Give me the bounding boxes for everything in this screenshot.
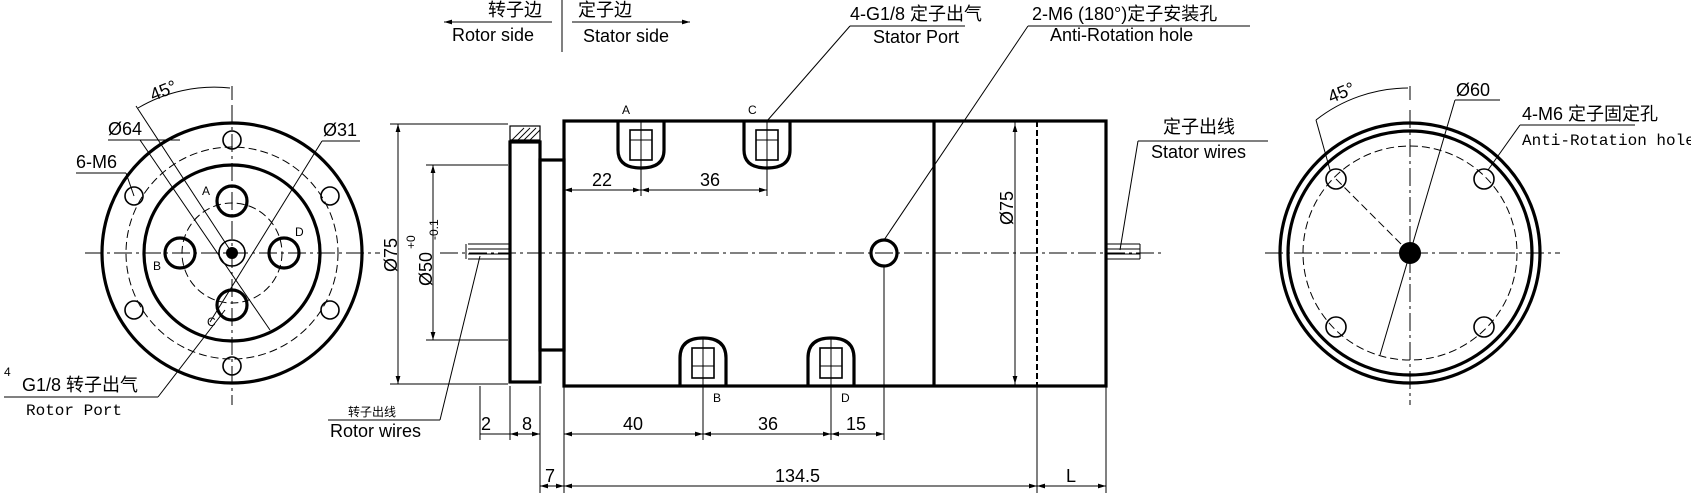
- port-c-label: C: [207, 315, 216, 329]
- dim-22: 22: [592, 170, 612, 190]
- stator-side-en: Stator side: [583, 26, 669, 46]
- port-d-label: D: [295, 225, 304, 239]
- side-port-d: D: [841, 391, 850, 405]
- side-port-a: A: [622, 103, 630, 117]
- anti-rot-mid-en: Anti-Rotation hole: [1050, 25, 1193, 45]
- dim-l: L: [1066, 466, 1076, 486]
- inner-d75: Ø75: [997, 191, 1017, 225]
- stator-port-c: C: [742, 103, 792, 170]
- dim-40: 40: [623, 414, 643, 434]
- tol-upper: +0: [404, 235, 418, 249]
- dim-36-bottom: 36: [758, 414, 778, 434]
- rotor-port-prefix: 4: [4, 365, 11, 379]
- rotor-side-cn: 转子边: [488, 0, 542, 20]
- rotor-wires-en: Rotor wires: [330, 421, 421, 441]
- rotor-port-cn: G1/8 转子出气: [22, 375, 138, 395]
- stator-port-a: A: [616, 103, 666, 170]
- port-a-label: A: [202, 184, 210, 198]
- left-6m6: 6-M6: [76, 152, 117, 172]
- side-view: A C B D Ø75: [328, 4, 1268, 493]
- right-m6-en: Anti-Rotation hole: [1522, 132, 1691, 150]
- side-d50: Ø50: [416, 252, 436, 286]
- port-b-label: B: [153, 259, 161, 273]
- stator-port-d: D: [806, 336, 856, 405]
- anti-rot-mid-cn: 2-M6 (180°)定子安装孔: [1032, 4, 1217, 24]
- dim-2: 2: [481, 414, 491, 434]
- right-angle-45: 45°: [1325, 78, 1358, 107]
- side-port-b: B: [713, 391, 721, 405]
- dim-36-top: 36: [700, 170, 720, 190]
- stator-port-b: B: [678, 336, 728, 405]
- dim-7: 7: [545, 466, 555, 486]
- side-port-c: C: [748, 103, 757, 117]
- rotor-end-view: A B C D 45° Ø64 6-M6 Ø31 4 G1/8 转子出气 Rot…: [4, 76, 380, 420]
- tol-lower: -0.1: [427, 219, 441, 240]
- right-m6-cn: 4-M6 定子固定孔: [1522, 104, 1658, 124]
- rotor-port-en: Rotor Port: [26, 402, 122, 420]
- stator-end-view: 45° Ø60 4-M6 定子固定孔 Anti-Rotation hole: [1265, 78, 1691, 405]
- left-d64: Ø64: [108, 119, 142, 139]
- stator-housing-outline: [1278, 121, 1542, 385]
- left-d31: Ø31: [323, 120, 357, 140]
- dim-134-5: 134.5: [775, 466, 820, 486]
- rotor-wires-cn: 转子出线: [348, 404, 396, 419]
- stator-side-cn: 定子边: [578, 0, 632, 20]
- stator-port-en: Stator Port: [873, 27, 959, 47]
- left-angle-45: 45°: [147, 76, 180, 105]
- rotor-flange-outline: [100, 121, 364, 385]
- dim-8: 8: [522, 414, 532, 434]
- stator-port-cn: 4-G1/8 定子出气: [850, 4, 982, 24]
- stator-wires-cn: 定子出线: [1163, 117, 1235, 137]
- side-d75: Ø75: [381, 238, 401, 272]
- right-d60: Ø60: [1456, 80, 1490, 100]
- rotor-side-en: Rotor side: [452, 25, 534, 45]
- dim-15: 15: [846, 414, 866, 434]
- side-header: 转子边 Rotor side 定子边 Stator side: [444, 0, 690, 52]
- stator-wires-en: Stator wires: [1151, 142, 1246, 162]
